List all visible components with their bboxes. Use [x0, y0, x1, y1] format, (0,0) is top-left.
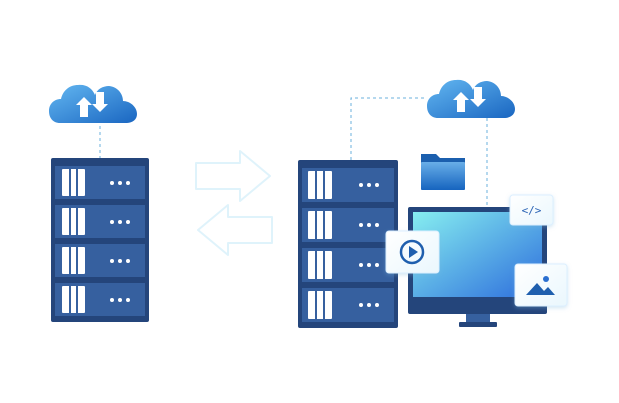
left-server-unit: [55, 283, 145, 316]
arrow-right-icon: [195, 150, 271, 202]
code-card: [509, 194, 554, 226]
left-cloud-icon: [49, 84, 137, 123]
right-server-unit: [302, 168, 394, 202]
folder-icon: [421, 154, 465, 190]
right-cloud-icon: [427, 79, 515, 118]
right-server-rack-icon: [298, 160, 398, 328]
right-server-unit: [302, 208, 394, 242]
left-server-rack-icon: [51, 158, 149, 322]
left-server-unit: [55, 205, 145, 238]
play-video-icon: [399, 239, 425, 265]
image-icon: [526, 276, 555, 295]
right-server-unit: [302, 248, 394, 282]
arrow-left-icon: [197, 204, 273, 256]
code-icon: </>: [522, 204, 542, 217]
dashed-connectors: [99, 97, 488, 206]
image-card: [514, 263, 568, 307]
right-server-unit: [302, 288, 394, 322]
left-server-unit: [55, 244, 145, 277]
left-server-unit: [55, 166, 145, 199]
